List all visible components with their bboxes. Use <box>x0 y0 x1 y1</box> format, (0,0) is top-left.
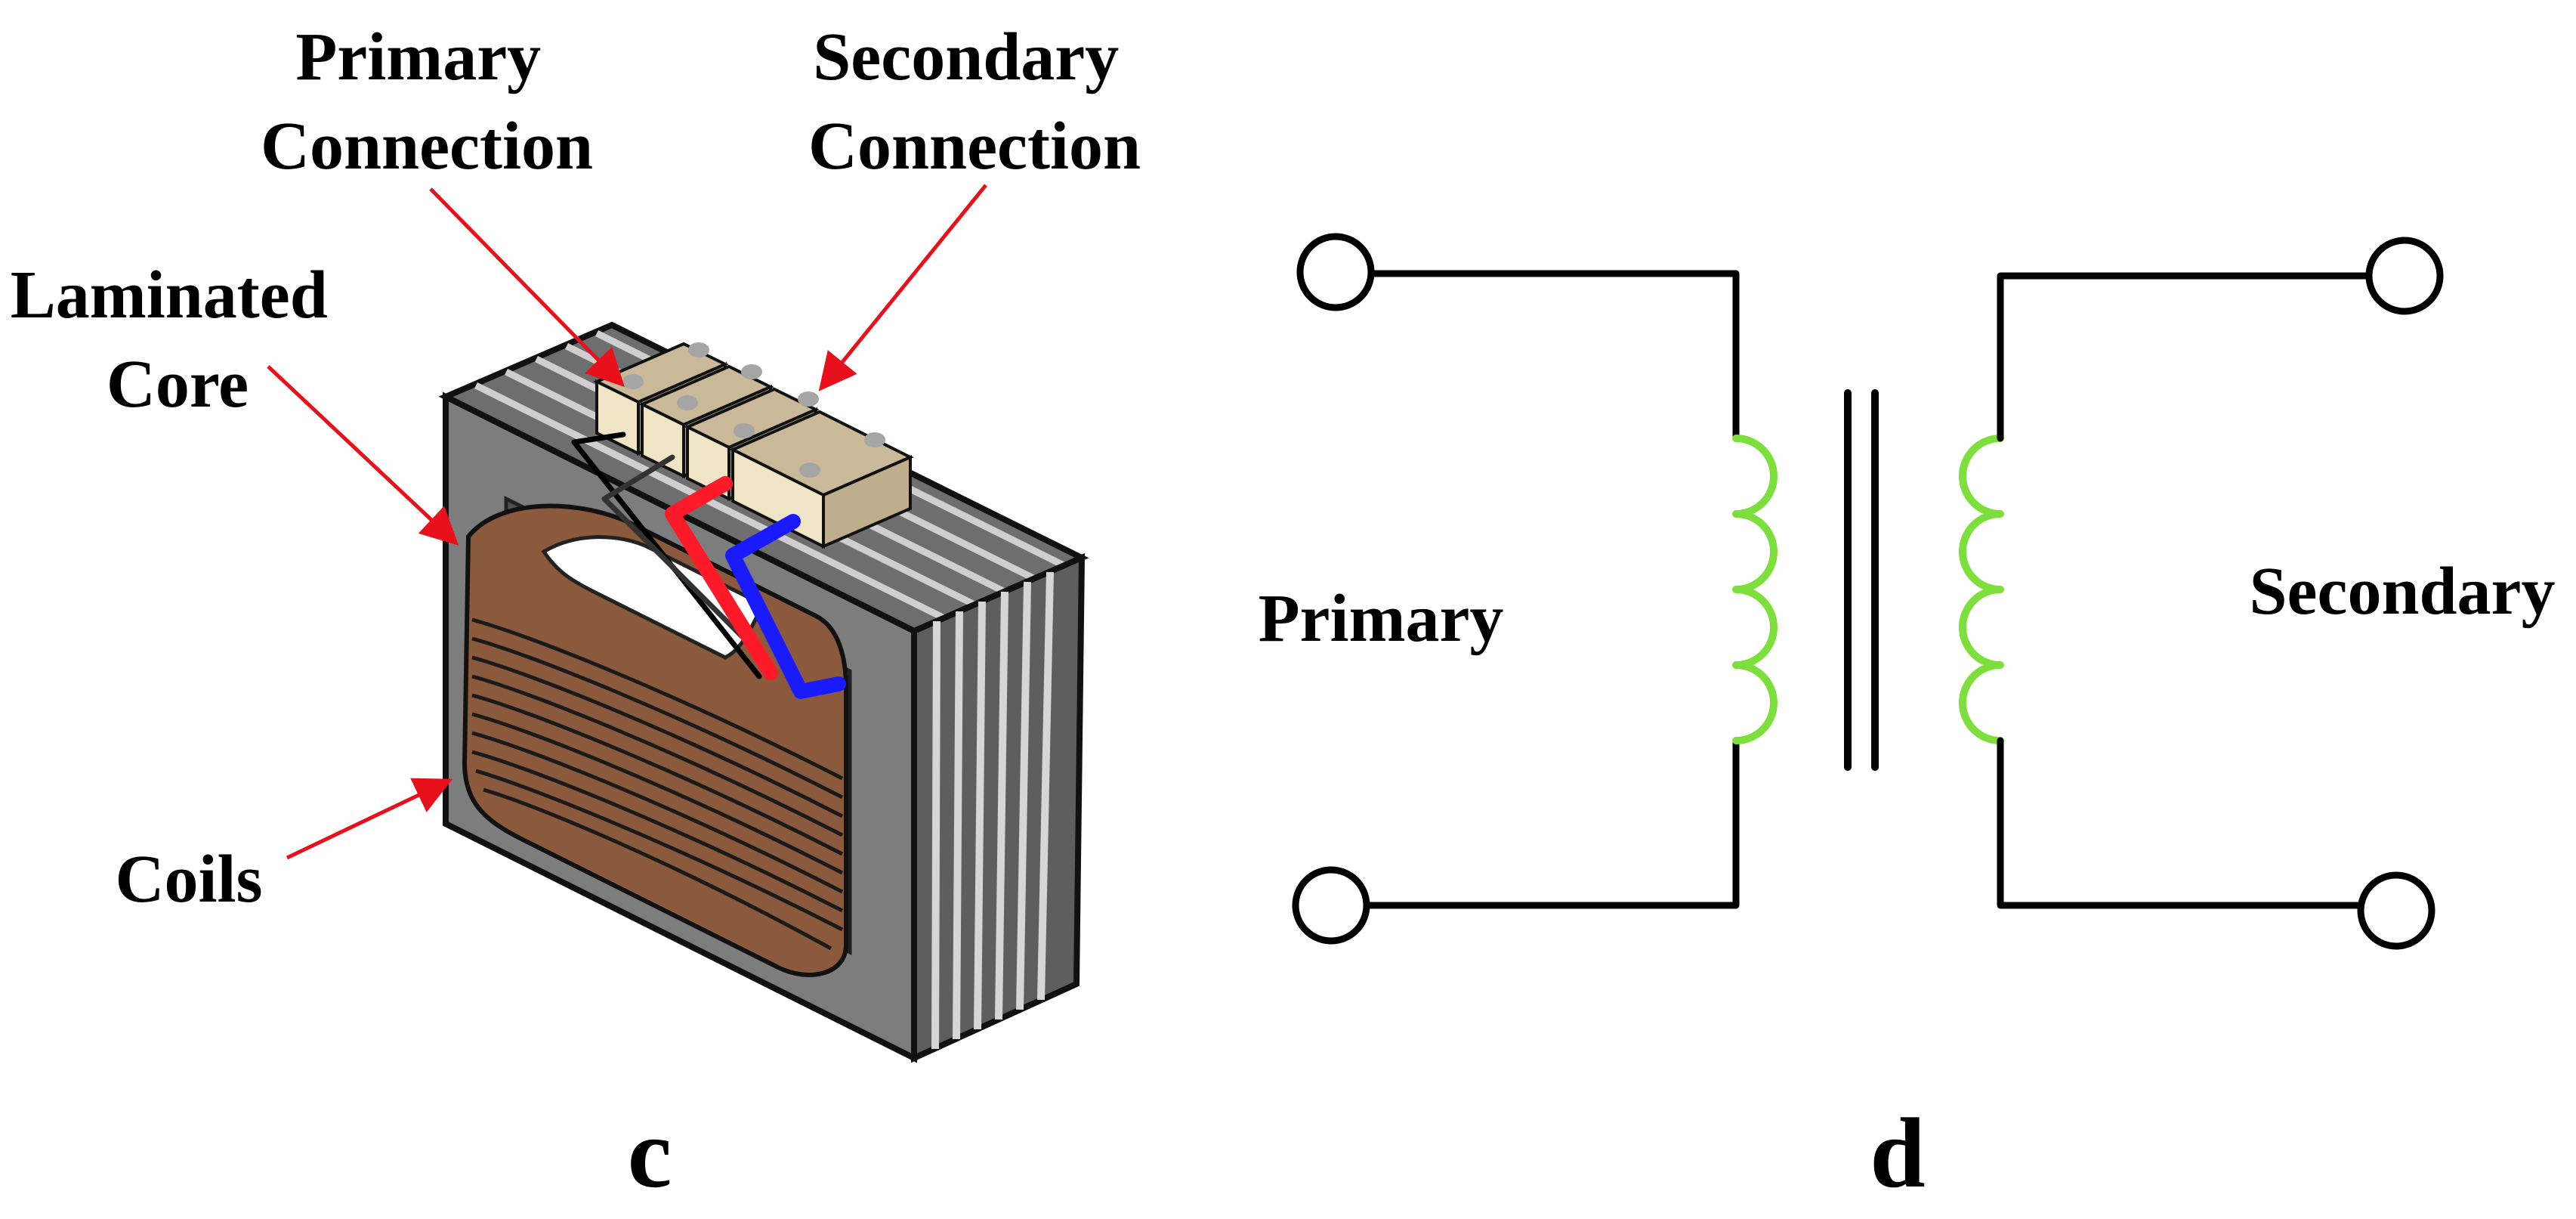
primary-bottom-terminal <box>1292 866 1370 945</box>
secondary-bottom-wire <box>1997 737 2362 909</box>
secondary-top-terminal <box>2365 237 2444 315</box>
label-primary: Primary <box>1259 581 1504 656</box>
coil-windings <box>471 617 844 951</box>
transformer-illustration <box>438 321 1089 1063</box>
panel-label-c: c <box>628 1097 672 1208</box>
primary-winding <box>1732 435 1778 744</box>
primary-top-wire <box>1370 270 1740 442</box>
transformer-schematic <box>1292 233 2444 950</box>
primary-top-terminal <box>1296 233 1375 311</box>
secondary-wire-blue <box>725 514 846 699</box>
arrow-coils <box>286 778 453 860</box>
primary-wire-red <box>665 476 778 680</box>
label-coils: Coils <box>115 842 262 917</box>
secondary-top-wire <box>1997 272 2371 442</box>
panel-label-d: d <box>1870 1097 1925 1208</box>
label-laminated-core: Laminated Core <box>11 258 345 422</box>
core-side-laminations <box>931 571 1054 1050</box>
secondary-winding <box>1959 435 2004 744</box>
terminal-blocks <box>593 342 914 549</box>
arrow-secondary-connection <box>818 184 987 391</box>
panel-d-labels: Primary Secondary d <box>1259 554 2556 1208</box>
label-secondary-connection: Secondary Connection <box>808 20 1141 184</box>
pointer-arrows <box>267 184 987 860</box>
arrow-laminated-core <box>267 365 459 546</box>
wires <box>571 432 846 699</box>
secondary-bottom-terminal <box>2357 871 2435 950</box>
label-secondary: Secondary <box>2250 554 2556 629</box>
primary-bottom-wire <box>1365 737 1740 909</box>
primary-wire-black-2 <box>601 454 766 661</box>
arrow-primary-connection <box>429 187 625 388</box>
terminal-block-4 <box>729 410 914 549</box>
panel-c-labels: Primary Connection Secondary Connection … <box>11 20 1141 1208</box>
primary-wire-black-1 <box>571 432 762 679</box>
label-primary-connection: Primary Connection <box>261 20 593 184</box>
